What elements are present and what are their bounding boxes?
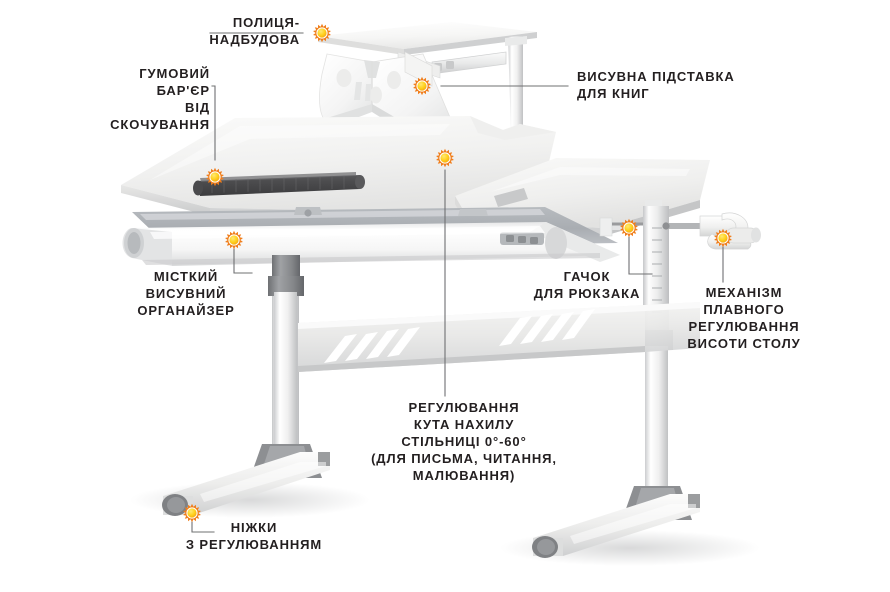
crossbar-group <box>298 302 700 372</box>
callout-shelf-superstructure: ПОЛИЦЯ- НАДБУДОВА <box>209 15 300 47</box>
sunburst-marker-icon[interactable] <box>225 230 243 250</box>
marker-dots <box>183 23 732 523</box>
callout-tilt-angle-adjustment: РЕГУЛЮВАННЯ КУТА НАХИЛУ СТІЛЬНИЦІ 0°-60°… <box>371 400 557 483</box>
callout-pull-out-book-stand: ВИСУВНА ПІДСТАВКА ДЛЯ КНИГ <box>577 69 735 101</box>
callout-smooth-height-adjust-mechanism: МЕХАНІЗМ ПЛАВНОГО РЕГУЛЮВАННЯ ВИСОТИ СТО… <box>687 285 801 351</box>
crossbar-stripes <box>324 309 595 363</box>
sunburst-marker-icon[interactable] <box>413 76 431 96</box>
sunburst-marker-icon[interactable] <box>714 228 732 248</box>
leader-lines <box>191 32 724 533</box>
leader-rubber-barrier <box>211 85 216 161</box>
main-tabletop-group <box>121 116 556 221</box>
leader-adjustable-feet <box>191 521 215 533</box>
sunburst-marker-icon[interactable] <box>620 218 638 238</box>
organizer-drawer-group <box>122 207 620 266</box>
sunburst-marker-icon[interactable] <box>436 148 454 168</box>
sunburst-marker-icon[interactable] <box>206 167 224 187</box>
callout-rubber-barrier: ГУМОВИЙ БАР'ЄР ВІД СКОЧУВАННЯ <box>110 66 210 132</box>
crank-handle-group <box>662 212 761 250</box>
leader-backpack-hook <box>628 236 653 275</box>
upper-shelf-group <box>318 22 537 200</box>
callout-adjustable-feet: НІЖКИ З РЕГУЛЮВАННЯМ <box>185 520 323 552</box>
leader-organizer <box>233 248 253 274</box>
sunburst-marker-icon[interactable] <box>313 23 331 43</box>
left-leg-group <box>162 255 330 516</box>
callout-backpack-hook: ГАЧОК ДЛЯ РЮКЗАКА <box>533 269 641 301</box>
sunburst-marker-icon[interactable] <box>183 503 201 523</box>
callout-spacious-pull-out-organizer: МІСТКИЙ ВИСУВНИЙ ОРГАНАЙЗЕР <box>137 269 235 318</box>
